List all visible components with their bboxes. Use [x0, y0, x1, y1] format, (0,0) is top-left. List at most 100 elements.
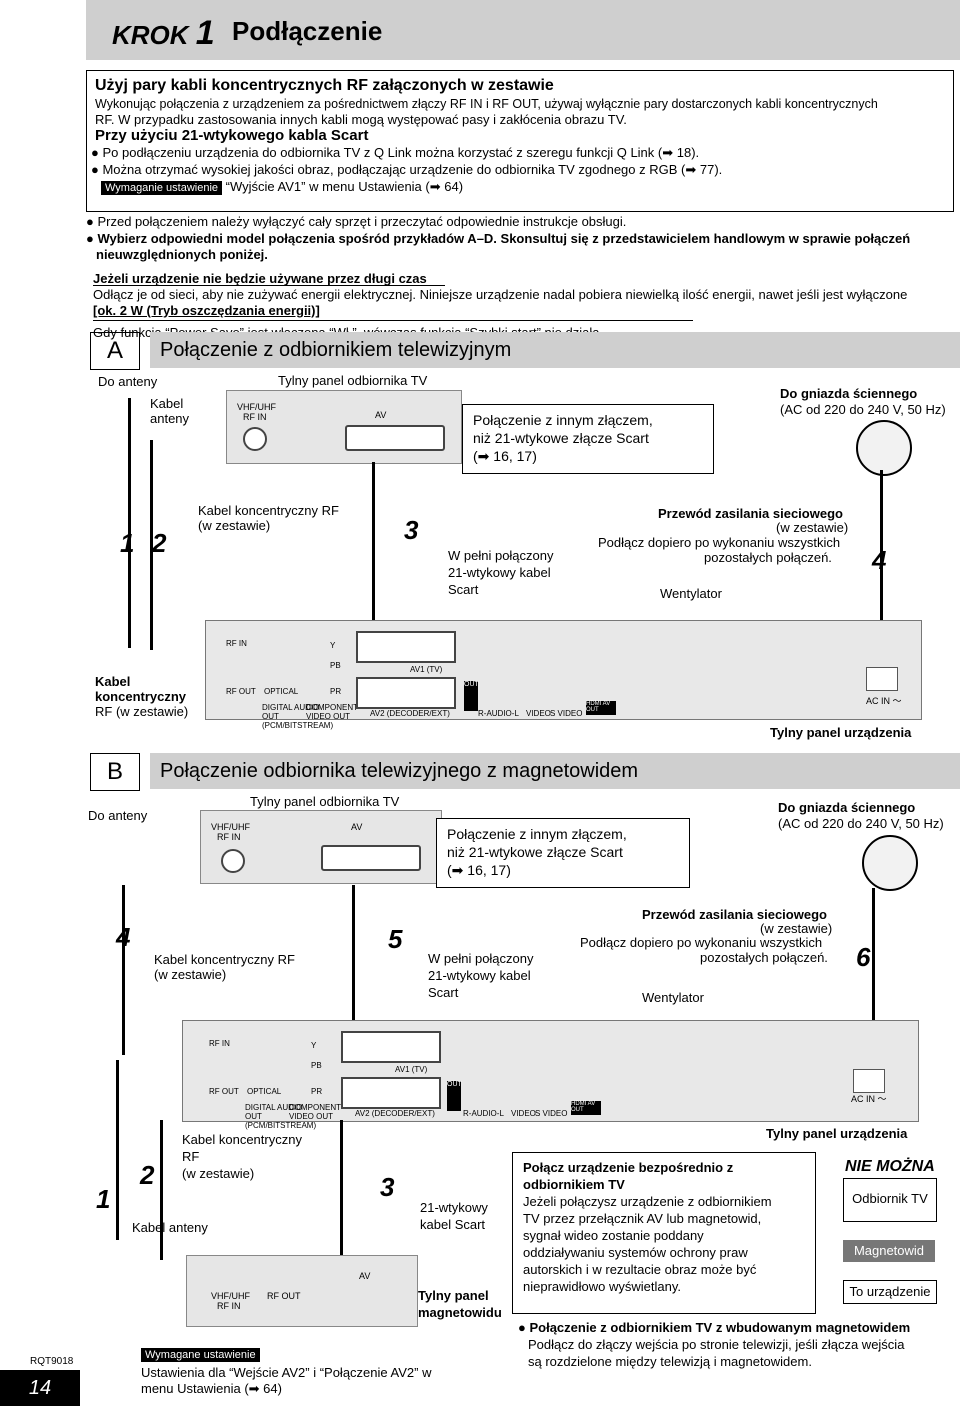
vcr-rear-panel: VHF/UHF RF IN RF OUT AV	[186, 1255, 418, 1327]
scart-cable-a-line	[372, 462, 375, 632]
krok-label: KROK 1	[112, 14, 215, 52]
bullet-rgb: ● Można otrzymać wysokiej jakości obraz,…	[91, 162, 723, 177]
out-label-b: OUT	[447, 1081, 462, 1111]
rf-left-a-3: RF (w zestawie)	[95, 704, 189, 719]
intro-p1b: RF. W przypadku zastosowania innych kabl…	[95, 112, 627, 127]
device-rear-b-label: Tylny panel urządzenia	[766, 1126, 908, 1141]
scart-heading: Przy użyciu 21-wtykowego kabla Scart	[95, 127, 369, 144]
antenna-cable-a-2: anteny	[150, 411, 190, 426]
power-cord-a-4: pozostałych połączeń.	[704, 550, 832, 565]
rf-cable-b-1: Kabel koncentryczny RF	[154, 952, 295, 967]
tv-box: Odbiornik TV	[843, 1178, 937, 1222]
setting-line: Wymaganie ustawienie “Wyjście AV1” w men…	[101, 179, 463, 195]
out-label: OUT	[464, 681, 479, 711]
bullet-choose-cont: nieuwzględnionych poniżej.	[96, 247, 268, 262]
scart-a-2: 21-wtykowy kabel	[448, 565, 551, 580]
other-connection-note-a: Połączenie z innym złączem,niż 21-wtykow…	[462, 404, 714, 474]
power-cord-b-1: Przewód zasilania sieciowego	[642, 907, 827, 922]
built-in-1: Podłącz do złączy wejścia po stronie tel…	[528, 1337, 905, 1352]
power-cord-b-3: Podłącz dopiero po wykonaniu wszystkich	[580, 935, 823, 950]
scart-b-1: W pełni połączony	[428, 951, 534, 966]
scart-a-3: Scart	[448, 582, 479, 597]
rf-in-jack-b-icon	[221, 849, 245, 873]
tv-panel-a-label: Tylny panel odbiornika TV	[278, 373, 428, 388]
vcr-panel-2: magnetowidu	[418, 1305, 502, 1320]
ac-in-socket-b-icon	[853, 1069, 885, 1093]
rf2-label-1: Kabel koncentryczny	[182, 1132, 302, 1147]
hdmi-label: HDMI AV OUT	[586, 701, 616, 715]
vcr-box: Magnetowid	[843, 1240, 935, 1262]
section-a-title: Połączenie z odbiornikiem telewizyjnym	[150, 332, 960, 368]
antenna-cable-a-line	[128, 398, 131, 648]
scart21-line	[340, 1120, 343, 1260]
wall-socket-a-label: Do gniazda ściennego	[780, 386, 918, 401]
to-antenna-a: Do anteny	[98, 374, 158, 389]
scart-socket-b-icon	[321, 845, 421, 871]
power-cord-a-3: Podłącz dopiero po wykonaniu wszystkich	[598, 535, 841, 550]
tv-panel-b-label: Tylny panel odbiornika TV	[250, 794, 400, 809]
wall-socket-b-icon	[862, 835, 918, 891]
page-title: Podłączenie	[232, 16, 383, 46]
section-b-letter: B	[90, 753, 140, 791]
rf-left-a-2: koncentryczny	[95, 689, 187, 704]
av2-scart-b-icon	[341, 1077, 441, 1109]
av2-scart-icon	[356, 677, 456, 709]
scart-b-2: 21-wtykowy kabel	[428, 968, 531, 983]
rf-cable-a-2: (w zestawie)	[198, 518, 271, 533]
to-antenna-b: Do anteny	[88, 808, 148, 823]
device-rear-a-label: Tylny panel urządzenia	[770, 725, 912, 740]
wall-socket-b-spec: (AC od 220 do 240 V, 50 Hz)	[778, 816, 944, 831]
rf2-label-3: (w zestawie)	[182, 1166, 255, 1181]
wall-socket-b-label: Do gniazda ściennego	[778, 800, 916, 815]
antenna-cable-b: Kabel anteny	[132, 1220, 208, 1235]
bullet-choose: ● Wybierz odpowiedni model połączenia sp…	[86, 231, 911, 246]
rf-left-a-1: Kabel	[95, 674, 131, 689]
required-setting-b: Wymagane ustawienie Ustawienia dla “Wejś…	[141, 1348, 432, 1396]
power-cord-b-2: (w zestawie)	[760, 921, 833, 936]
other-connection-note-b: Połączenie z innym złączem,niż 21-wtykow…	[436, 818, 690, 888]
intro-p1: Wykonując połączenia z urządzeniem za po…	[95, 97, 878, 111]
fan-b-label: Wentylator	[642, 990, 704, 1005]
wall-socket-icon	[856, 420, 912, 476]
rqt-code: RQT9018	[30, 1356, 74, 1367]
power-cable-b-line	[872, 888, 875, 1048]
rf2-label-2: RF	[182, 1149, 200, 1164]
power-cable-a-line	[880, 470, 883, 640]
rf-cable-a-line	[150, 440, 153, 650]
intro-heading: Użyj pary kabli koncentrycznych RF załąc…	[95, 77, 554, 94]
step-3-b: 3	[380, 1172, 395, 1202]
hdmi-label-b: HDMI AV OUT	[571, 1101, 601, 1115]
direct-connection-note: Połącz urządzenie bezpośrednio z odbiorn…	[512, 1152, 816, 1314]
scart21-1: 21-wtykowy	[420, 1200, 488, 1215]
av1-scart-icon	[356, 631, 456, 663]
rf-cable-b-2: (w zestawie)	[154, 967, 227, 982]
rf-cable-b-line	[122, 885, 125, 1055]
step-6-b: 6	[856, 942, 871, 972]
scart-b-3: Scart	[428, 985, 459, 1000]
ac-in-socket-icon	[866, 667, 898, 691]
av1-scart-b-icon	[341, 1031, 441, 1063]
longtime-text: Odłącz je od sieci, aby nie zużywać ener…	[93, 287, 908, 302]
intro-box: Użyj pary kabli koncentrycznych RF załąc…	[86, 70, 954, 212]
antenna-cable-b-line	[116, 1060, 119, 1240]
built-in-2: są rozdzielone między telewizją i magnet…	[528, 1354, 812, 1369]
device-rear-panel-a: RF IN RF OUT OPTICAL DIGITAL AUDIO OUT (…	[205, 620, 922, 730]
step-2-a: 2	[152, 528, 167, 558]
built-in-vcr-heading: ● Połączenie z odbiornikiem TV z wbudowa…	[518, 1320, 911, 1335]
wall-socket-a-spec: (AC od 220 do 240 V, 50 Hz)	[780, 402, 946, 417]
power-cord-a-1: Przewód zasilania sieciowego	[658, 506, 843, 521]
step-1-b: 1	[96, 1184, 111, 1214]
scart21-2: kabel Scart	[420, 1217, 486, 1232]
longtime-heading: Jeżeli urządzenie nie będzie używane prz…	[93, 271, 427, 286]
this-device-box: To urządzenie	[843, 1280, 937, 1304]
device-rear-panel-b: RF IN RF OUT OPTICAL DIGITAL AUDIO OUT (…	[182, 1020, 919, 1130]
rf-in-jack-icon	[243, 427, 267, 451]
step-5-b: 5	[388, 924, 403, 954]
bullet-turn-off: ● Przed połączeniem należy wyłączyć cały…	[86, 214, 627, 229]
required-setting-b-badge: Wymagane ustawienie	[141, 1348, 260, 1362]
not-allowed-label: NIE MOŻNA	[845, 1158, 935, 1175]
page-number: 14	[0, 1370, 80, 1406]
energy-save-note: [ok. 2 W (Tryb oszczędzania energii)]	[93, 303, 320, 318]
antenna-cable-a-1: Kabel	[150, 396, 184, 411]
vcr-panel-1: Tylny panel	[418, 1288, 489, 1303]
